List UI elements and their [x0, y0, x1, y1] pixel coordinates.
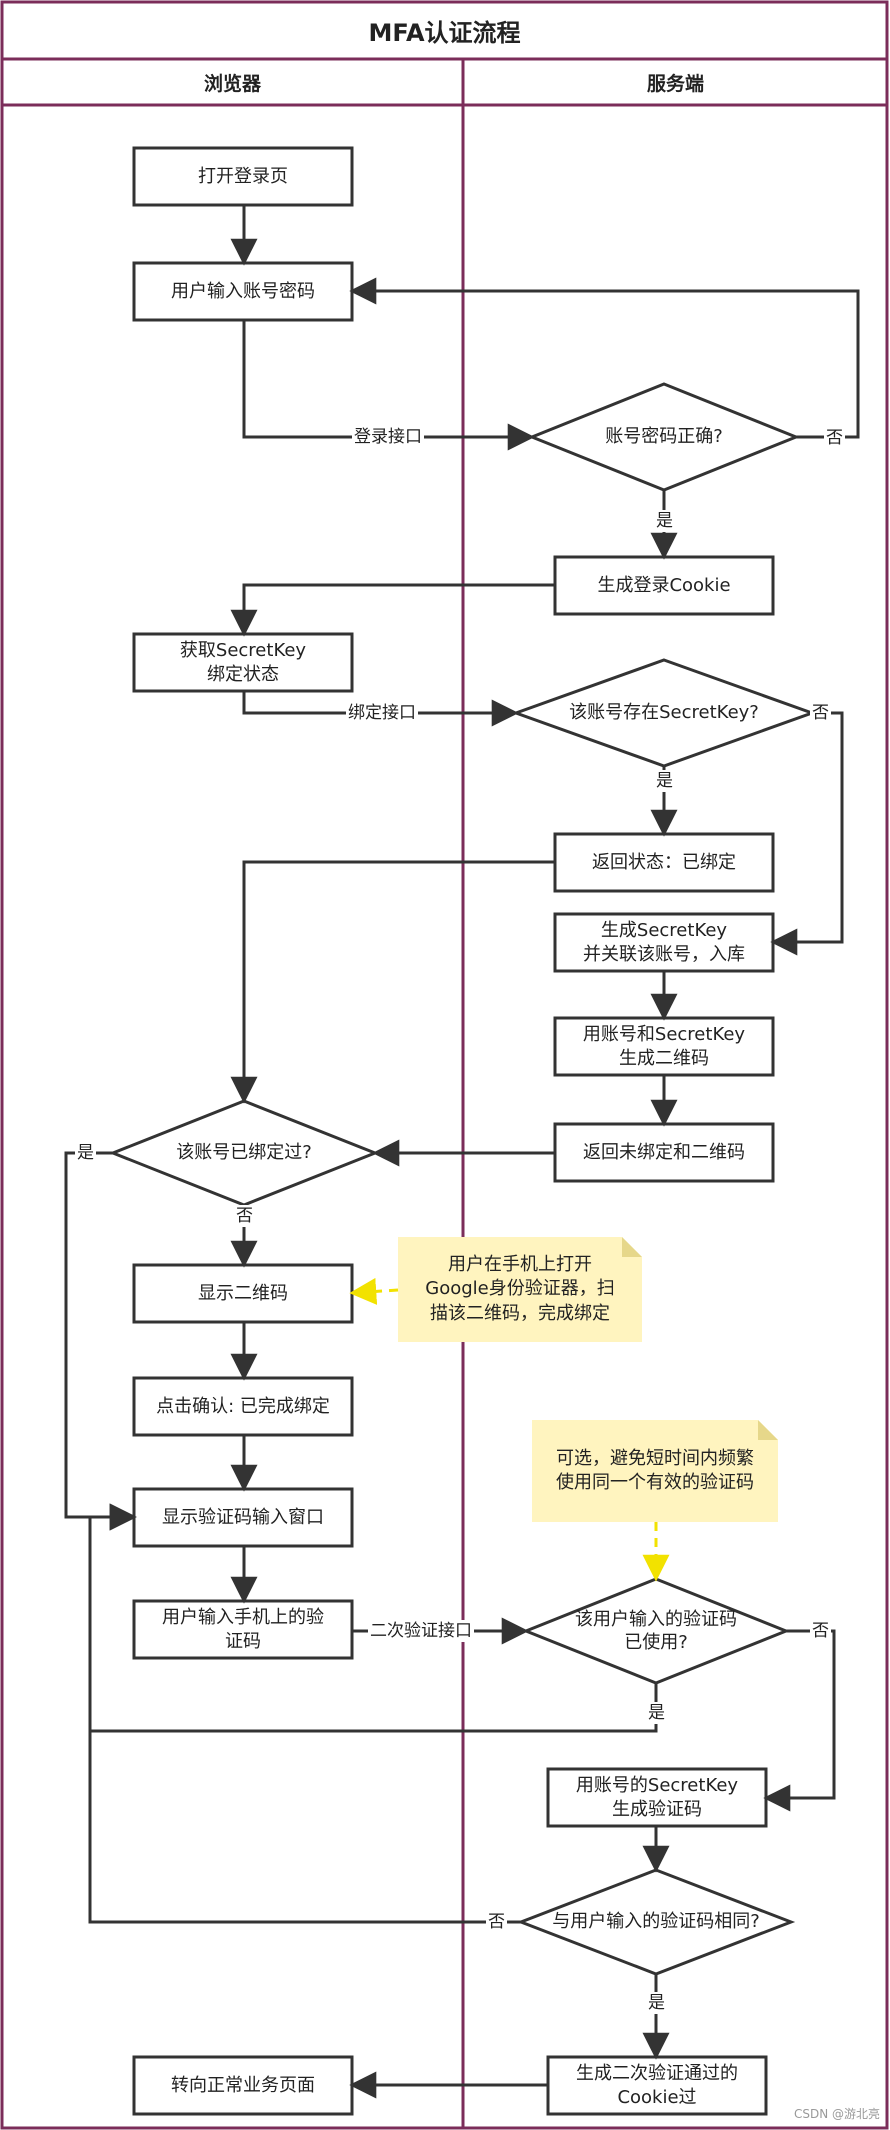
node-input-code: 用户输入手机上的验 证码 — [162, 1607, 324, 1652]
node-gen-secret: 生成SecretKey 并关联该账号，入库 — [583, 920, 745, 965]
box-redirect — [132, 2055, 354, 2116]
page-title: MFA认证流程 — [368, 18, 521, 47]
note-optional: 可选，避免短时间内频繁 使用同一个有效的验证码 — [556, 1447, 754, 1493]
box-show-code-window — [132, 1487, 354, 1548]
note-bind-fold — [622, 1237, 642, 1257]
label-second-api: 二次验证接口 — [368, 1620, 474, 1642]
note-optional-fold — [758, 1420, 778, 1440]
note-bind: 用户在手机上打开 Google身份验证器，扫 描该二维码，完成绑定 — [425, 1254, 615, 1324]
box-gen-cookie — [553, 555, 775, 616]
node-gen-cookie2: 生成二次验证通过的 Cookie过 — [576, 2063, 738, 2108]
edge-note-to-qr — [349, 1277, 399, 1305]
watermark: CSDN @游北亮 — [793, 2107, 880, 2121]
edge-match-no — [88, 1503, 521, 1924]
box-show-qr — [132, 1263, 354, 1324]
lane-header-browser: 浏览器 — [203, 73, 261, 95]
node-get-secret: 获取SecretKey 绑定状态 — [179, 640, 307, 685]
note-optional-shape — [532, 1420, 778, 1522]
node-input-account: 用户输入账号密码 — [171, 280, 315, 302]
label-password-yes: 是 — [654, 510, 675, 532]
node-code-match: 与用户输入的验证码相同? — [552, 1911, 760, 1933]
label-secret-yes: 是 — [654, 770, 675, 792]
node-show-qr: 显示二维码 — [198, 1282, 288, 1304]
edge-cookie-to-get-secret — [230, 583, 555, 637]
edge-used-no — [763, 1629, 836, 1812]
edge-bind-api — [242, 691, 519, 727]
label-used-no: 否 — [810, 1620, 831, 1642]
lane-header-server: 服务端 — [646, 73, 704, 95]
label-bound-yes: 是 — [75, 1142, 96, 1164]
node-redirect: 转向正常业务页面 — [171, 2074, 315, 2096]
node-open-login: 打开登录页 — [198, 165, 288, 187]
box-open-login — [132, 146, 354, 207]
node-code-used: 该用户输入的验证码 已使用? — [575, 1608, 737, 1653]
node-gen-cookie: 生成登录Cookie — [597, 574, 731, 596]
node-return-bound: 返回状态：已绑定 — [592, 851, 736, 873]
note-bind-shape — [398, 1237, 642, 1342]
box-input-code — [132, 1599, 354, 1660]
node-confirm-bind: 点击确认: 已完成绑定 — [156, 1395, 330, 1417]
box-confirm-bind — [132, 1376, 354, 1437]
box-gen-cookie2 — [546, 2055, 768, 2116]
node-has-secret: 该账号存在SecretKey? — [569, 702, 759, 724]
label-match-yes: 是 — [646, 1992, 667, 2014]
label-login-api: 登录接口 — [352, 426, 424, 448]
label-match-no: 否 — [486, 1911, 507, 1933]
edge-secret-no — [770, 711, 844, 956]
box-gen-qr — [553, 1016, 775, 1077]
node-gen-qr: 用账号和SecretKey 生成二维码 — [582, 1024, 746, 1069]
node-return-unbound: 返回未绑定和二维码 — [583, 1141, 745, 1163]
box-gen-code — [546, 1767, 768, 1828]
edge-login-api — [242, 320, 535, 451]
node-check-password: 账号密码正确? — [605, 426, 723, 448]
label-bind-api: 绑定接口 — [346, 702, 418, 724]
node-is-bound: 该账号已绑定过? — [176, 1142, 312, 1164]
node-show-code-window: 显示验证码输入窗口 — [162, 1506, 324, 1528]
edge-return-bound-to-check — [230, 860, 555, 1104]
label-used-yes: 是 — [646, 1702, 667, 1724]
node-gen-code: 用账号的SecretKey 生成验证码 — [575, 1775, 739, 1820]
edge-bound-yes — [64, 1151, 137, 1531]
label-secret-no: 否 — [810, 702, 831, 724]
label-bound-no: 否 — [234, 1205, 255, 1227]
label-password-no: 否 — [824, 427, 845, 449]
